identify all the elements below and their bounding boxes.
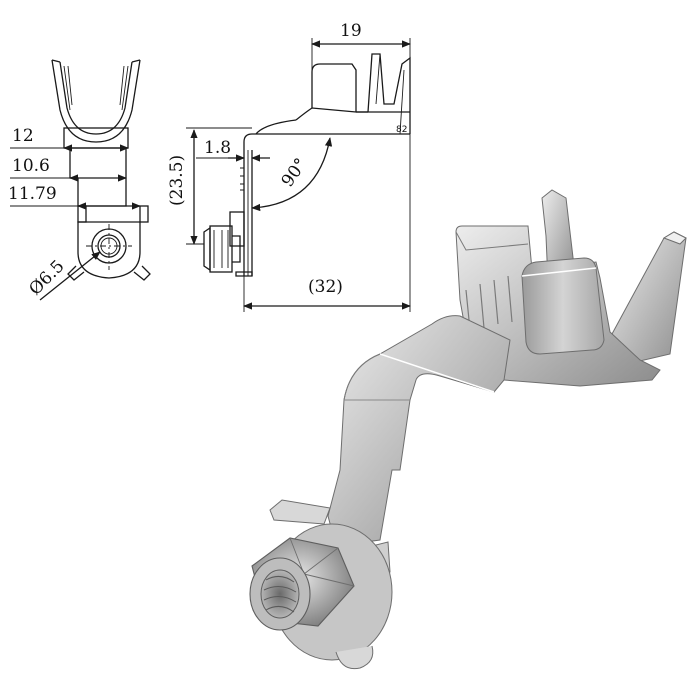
dim-width-mid: 10.6 [12, 156, 50, 176]
dim-width-top: 12 [12, 126, 34, 146]
side-mark: 82 [396, 125, 407, 135]
dim-width-bottom: 11.79 [8, 184, 57, 204]
side-view: 82 [186, 38, 411, 312]
dim-height: (23.5) [167, 155, 187, 206]
dim-diameter: Ø6.5 [25, 256, 68, 299]
isometric-view [249, 189, 687, 670]
front-view [10, 59, 151, 301]
dim-overall-length: (32) [308, 277, 343, 297]
dim-angle: 90° [278, 155, 312, 191]
dim-top-length: 19 [340, 21, 362, 41]
dim-thickness: 1.8 [204, 138, 231, 158]
